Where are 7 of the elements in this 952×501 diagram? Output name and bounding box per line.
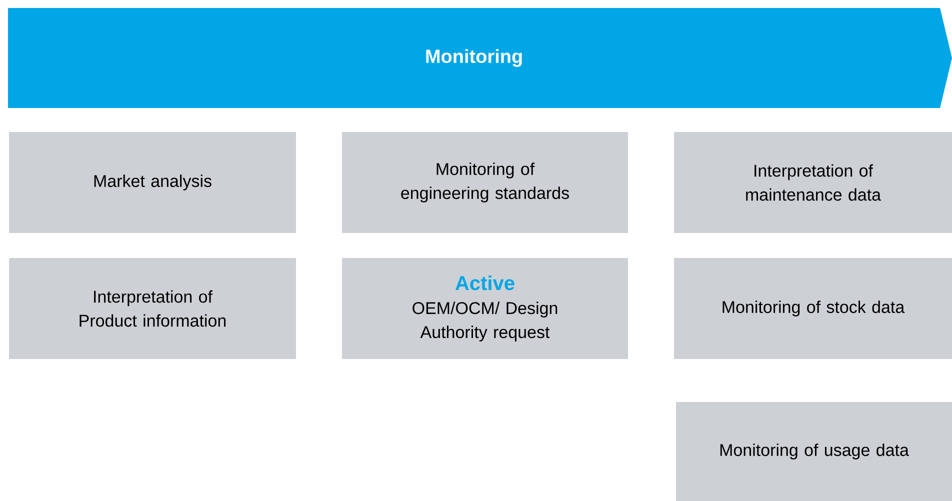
text-box: Active OEM/OCM/ Design Authority request: [342, 258, 628, 359]
text-box: Market analysis: [9, 132, 296, 233]
text-box: Interpretation of Product information: [9, 258, 296, 359]
text-box: Monitoring of usage data: [676, 402, 952, 501]
text-box: Interpretation of maintenance data: [674, 132, 952, 233]
text-box: Monitoring of stock data: [674, 258, 952, 359]
text-box: Monitoring of engineering standards: [342, 132, 628, 233]
